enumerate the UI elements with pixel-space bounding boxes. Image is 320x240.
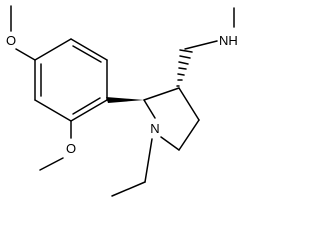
bond <box>70 99 108 122</box>
hash <box>179 55 191 59</box>
bond <box>70 38 108 61</box>
hash <box>178 61 189 65</box>
bond <box>111 181 146 197</box>
bond <box>184 40 218 50</box>
nitrogen-label-ring: N <box>150 121 159 136</box>
bond <box>72 97 101 115</box>
bond <box>178 119 200 151</box>
nitrogen-label-amine: NH <box>219 33 238 48</box>
hash <box>177 73 185 76</box>
hash <box>179 49 193 53</box>
hashed-wedge-bond <box>176 49 193 87</box>
bond <box>34 99 72 122</box>
bond <box>39 157 64 171</box>
oxygen-label-top: O <box>6 33 16 48</box>
ethyl-group <box>111 138 153 197</box>
benzene-ring <box>34 38 108 122</box>
pyrrolidine-ring <box>143 87 200 151</box>
bond <box>72 45 102 63</box>
bond <box>15 48 36 61</box>
molecule-structure: O O N N <box>6 5 238 197</box>
methoxy-group-bottom <box>39 120 72 171</box>
bond <box>143 99 156 119</box>
bond <box>144 138 153 183</box>
bond <box>34 38 72 61</box>
bond <box>178 87 200 121</box>
bond <box>143 87 180 101</box>
wedge-bond <box>106 97 144 103</box>
aminomethyl-chain <box>184 7 235 50</box>
hash <box>178 67 187 70</box>
oxygen-label-bottom: O <box>66 141 76 156</box>
methoxy-group-top <box>10 5 36 61</box>
bond <box>160 136 180 151</box>
